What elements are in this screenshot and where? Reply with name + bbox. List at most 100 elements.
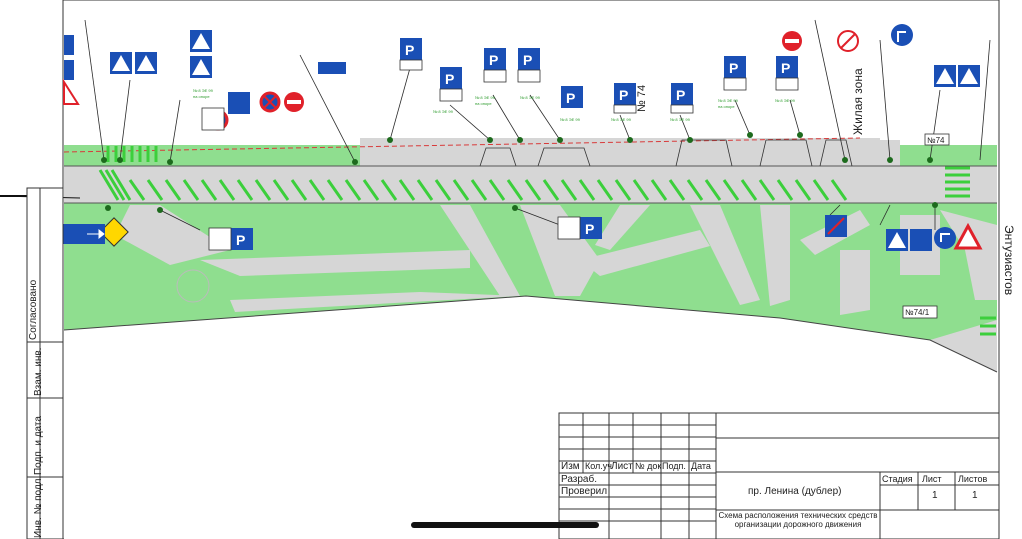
tb-col-doc: № док <box>635 461 662 471</box>
tb-drawing-title: Схема расположения технических средств о… <box>718 511 878 529</box>
hatch-stroke <box>272 179 290 201</box>
zone-label: Жилая зона <box>851 68 865 135</box>
svg-text:P: P <box>489 52 498 68</box>
hatch-stroke <box>344 179 362 201</box>
house-number-labels: № 74 №74 №74/1 Жилая зона Энтузиастов <box>636 68 1016 319</box>
hatch-stroke <box>830 179 848 201</box>
side-stamp-grid <box>26 187 64 539</box>
dim-label: № 8 ЭЕ 99 <box>475 95 496 100</box>
svg-text:P: P <box>619 87 628 103</box>
tb-col-izm: Изм <box>561 461 580 472</box>
street-name-vertical: Энтузиастов <box>1002 225 1016 295</box>
tb-sheets-header: Листов <box>958 474 988 484</box>
hatch-stroke <box>398 179 416 201</box>
house-number-74-box: №74 <box>927 136 945 145</box>
dim-label: № 8 ЭЕ 99 <box>670 117 691 122</box>
hatch-stroke <box>776 179 794 201</box>
home-indicator[interactable] <box>411 522 599 528</box>
dim-label-sub: на опоре <box>475 101 492 106</box>
svg-text:P: P <box>585 221 594 237</box>
hatch-stroke <box>794 179 812 201</box>
hatch-stroke <box>524 179 542 201</box>
hatch-stroke <box>650 179 668 201</box>
hatch-stroke <box>452 179 470 201</box>
hatch-stroke <box>290 179 308 201</box>
tb-object-name: пр. Ленина (дублер) <box>748 486 842 497</box>
house-number-74-1: №74/1 <box>905 308 930 317</box>
hatch-stroke <box>488 179 506 201</box>
dim-label: № 8 ЭЕ 99 <box>433 109 454 114</box>
stamp-soglasovano: Согласовано <box>28 279 39 340</box>
dim-label-sub: на опоре <box>718 104 735 109</box>
hatch-stroke <box>578 179 596 201</box>
tb-razrab: Разраб. <box>561 474 598 485</box>
give-way-icon <box>63 78 983 250</box>
tb-col-kol: Кол.уч <box>585 461 612 471</box>
tb-stage-header: Стадия <box>882 474 913 484</box>
disabled-parking-icon: P <box>561 86 583 108</box>
hatch-stroke <box>758 179 776 201</box>
no-entry-icon <box>284 30 859 112</box>
area-boundary <box>63 295 998 373</box>
parking-bays <box>479 139 853 167</box>
hatch-stroke <box>704 179 722 201</box>
priority-road-icon <box>99 217 129 247</box>
hatch-stroke <box>596 179 614 201</box>
crosswalk-marking-left <box>98 146 158 201</box>
crosswalk-marking-right <box>945 166 996 336</box>
house-number-74: № 74 <box>636 85 648 112</box>
tb-sheet-header: Лист <box>922 474 942 484</box>
hatch-stroke <box>236 179 254 201</box>
hatch-stroke <box>722 179 740 201</box>
hatch-stroke <box>254 179 272 201</box>
svg-text:P: P <box>676 87 685 103</box>
stamp-podp-data: Подп. и дата <box>33 416 44 475</box>
dim-label-sub: на опоре <box>193 94 210 99</box>
sign-dimension-labels: № 8 ЭЕ 99 № 8 ЭЕ 99 № 8 ЭЕ 99 № 8 ЭЕ 99 … <box>193 88 796 122</box>
road-hatch-marking <box>128 179 848 201</box>
hatch-stroke <box>326 179 344 201</box>
dim-label: № 8 ЭЕ 99 <box>775 98 796 103</box>
tb-sheet-value: 1 <box>932 490 938 501</box>
pedestrian-crossing-icon <box>64 30 980 251</box>
dim-label: № 8 ЭЕ 99 <box>611 117 632 122</box>
red-dashed-line <box>63 137 861 153</box>
svg-text:P: P <box>729 60 738 76</box>
sign-post-markers <box>101 132 938 213</box>
title-block-grid <box>558 412 1000 539</box>
hatch-stroke <box>434 179 452 201</box>
svg-text:P: P <box>566 90 575 106</box>
stamp-inv-podl: Инв. № подл. <box>33 475 44 538</box>
turn-direction-icon <box>63 24 956 251</box>
hatch-stroke <box>200 179 218 201</box>
tb-col-podp: Подп. <box>662 461 686 471</box>
dim-label: № 8 ЭЕ 99 <box>718 98 739 103</box>
tb-sheets-value: 1 <box>972 490 978 501</box>
parking-subplates <box>201 59 799 251</box>
svg-text:P: P <box>445 71 454 87</box>
svg-text:P: P <box>523 52 532 68</box>
hatch-stroke <box>506 179 524 201</box>
hatch-stroke <box>668 179 686 201</box>
dim-label: № 8 ЭЕ 99 <box>193 88 214 93</box>
hatch-stroke <box>542 179 560 201</box>
tb-col-data: Дата <box>691 461 711 471</box>
sign-leader-lines <box>84 19 991 231</box>
hatch-stroke <box>308 179 326 201</box>
hatch-stroke <box>362 179 380 201</box>
roundabout-island <box>176 269 210 303</box>
hatch-stroke <box>560 179 578 201</box>
stamp-vzam-inv: Взам. инв. <box>33 347 44 396</box>
svg-text:P: P <box>236 232 245 248</box>
dim-label: № 8 ЭЕ 99 <box>520 95 541 100</box>
road-signs: P P P P P P P P P P <box>63 24 983 251</box>
hatch-stroke <box>164 179 182 201</box>
dim-label: № 8 ЭЕ 99 <box>560 117 581 122</box>
hatch-stroke <box>182 179 200 201</box>
svg-text:P: P <box>405 42 414 58</box>
hatch-stroke <box>146 179 164 201</box>
parking-icon: P P P P P P P P P P <box>228 38 798 250</box>
hatch-stroke <box>128 179 146 201</box>
hatch-stroke <box>614 179 632 201</box>
